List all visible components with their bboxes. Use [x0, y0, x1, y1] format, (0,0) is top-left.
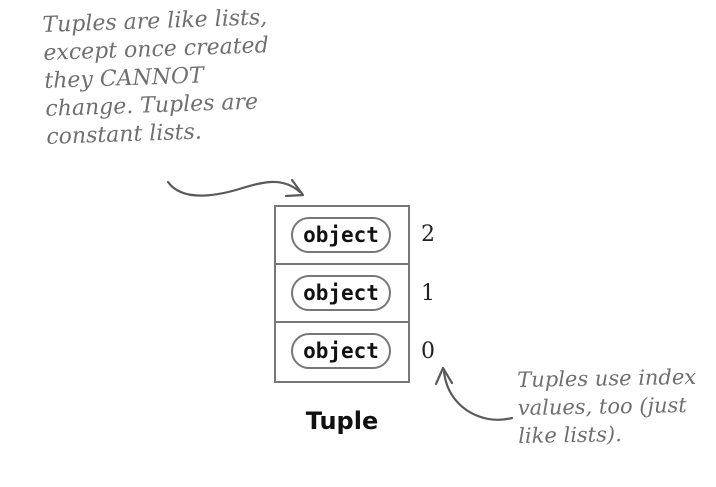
- right-arrowhead: [434, 366, 454, 386]
- tuple-label: Tuple: [305, 407, 379, 435]
- right-annotation-line: like lists).: [518, 422, 622, 448]
- right-annotation: Tuples use index values, too (just like …: [517, 363, 697, 450]
- top-arrowhead: [284, 178, 305, 198]
- index-label: 0: [421, 339, 435, 364]
- right-annotation-arrow: [442, 370, 514, 421]
- object-pill: object: [291, 217, 391, 253]
- object-pill: object: [291, 333, 391, 369]
- tuple-slot: object: [276, 323, 408, 381]
- right-annotation-line: Tuples use index: [517, 364, 697, 392]
- right-annotation-line: values, too (just: [517, 393, 687, 420]
- top-annotation-arrow: [166, 180, 302, 197]
- tuple-slot: object: [276, 265, 408, 323]
- tuple-slot: object: [276, 207, 408, 265]
- index-label: 1: [421, 281, 435, 306]
- tuple-box: object object object: [274, 205, 410, 383]
- index-label: 2: [421, 222, 435, 247]
- object-pill: object: [291, 275, 391, 311]
